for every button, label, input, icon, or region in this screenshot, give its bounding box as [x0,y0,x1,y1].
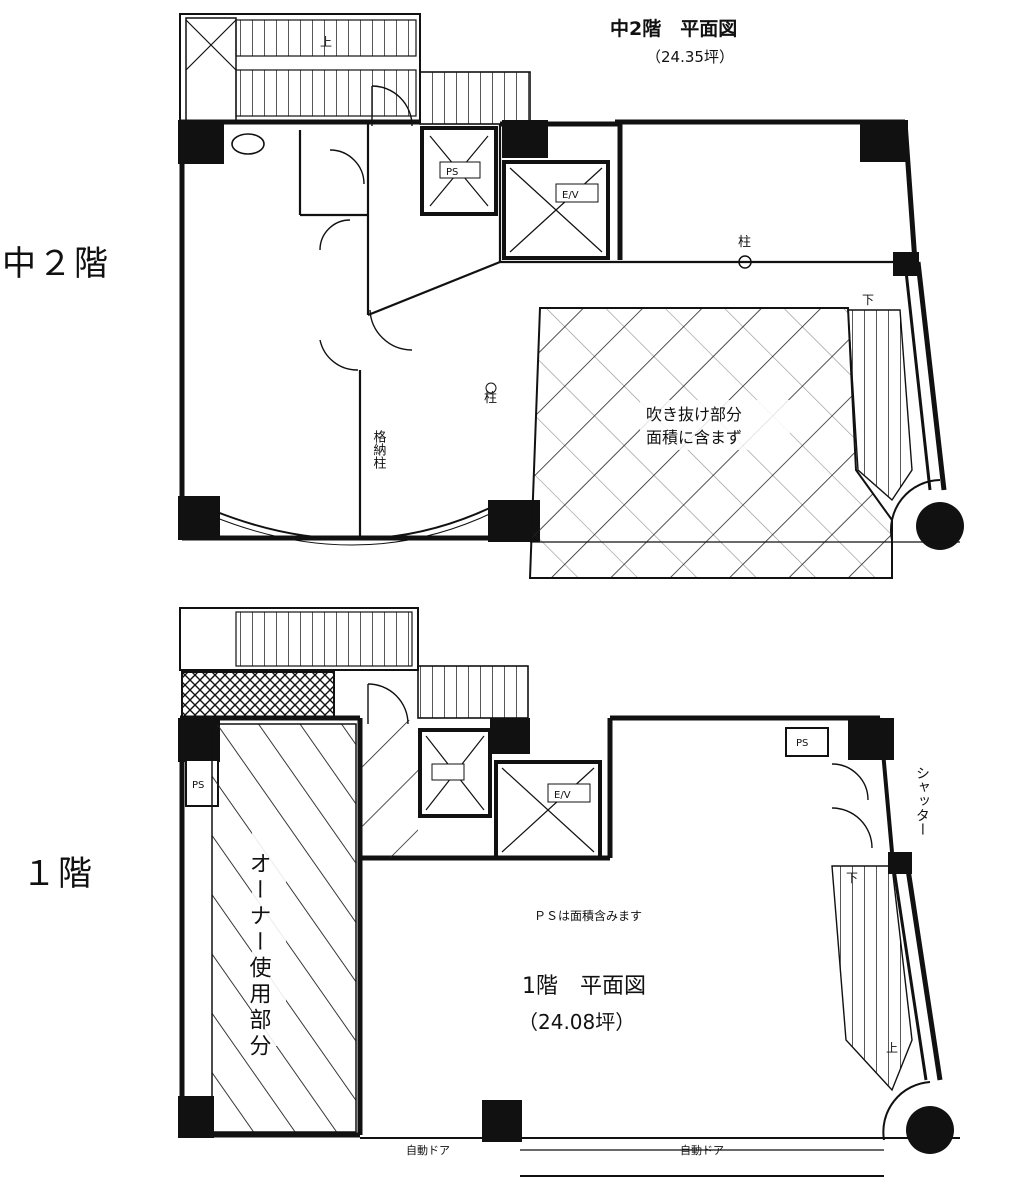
first-stairs-right [831,717,943,1092]
first-ps-label-left: PS [192,780,204,791]
first-up-mark: 上 [886,1041,898,1055]
mezzanine-pillar-mark-2: 柱 [738,235,751,250]
mezzanine-void-area: 吹き抜け部分 面積に含まず [528,307,893,579]
first-auto-door-2: 自動ドア [680,1143,724,1157]
floor-label-first: １階 [22,854,94,894]
floor-label-mezzanine: 中２階 [2,244,110,284]
mezzanine-plan-title: 中2階 平面図 [610,18,738,40]
first-area: （24.08坪） [518,1010,636,1034]
mezzanine-floor-plan: 上 [178,13,964,579]
mezzanine-area: （24.35坪） [646,48,734,66]
mezzanine-up-mark: 上 [320,35,332,49]
mezzanine-stairs-upper-left [185,19,417,117]
first-plan-title: 1階 平面図 [522,974,646,999]
first-owner-area-label: オーナー使用部分 [246,852,272,1060]
first-shutter-label: シャッター [914,766,930,836]
first-floor-plan: PS PS オーナー使用部分 E/V [178,607,960,1177]
first-ev-label: E/V [554,790,571,801]
svg-text:格納柱: 格納柱 [371,429,387,470]
mezzanine-elevator: E/V [502,160,610,260]
first-elevator: E/V [494,760,602,860]
mezzanine-pillar-mark-1: 柱 [484,391,497,406]
first-shaft-ps [418,728,492,818]
first-ps-label-right: PS [796,738,808,749]
mezzanine-shaft-ps: PS [420,126,498,216]
first-auto-door-1: 自動ドア [406,1143,450,1157]
mezzanine-void-line1: 吹き抜け部分 [646,405,742,424]
first-down-mark: 下 [846,871,858,885]
mezzanine-ev-label: E/V [562,190,579,201]
mezzanine-stairs-right [847,252,947,502]
mezzanine-void-line2: 面積に含まず [646,428,742,447]
first-ps-note: ＰＳは面積含みます [534,908,642,923]
mezzanine-ps-label: PS [446,167,458,178]
mezzanine-storage-pillar-note: 格納柱 [371,429,387,470]
first-owner-use-area: オーナー使用部分 [211,723,357,1133]
mezzanine-down-mark: 下 [862,293,874,307]
